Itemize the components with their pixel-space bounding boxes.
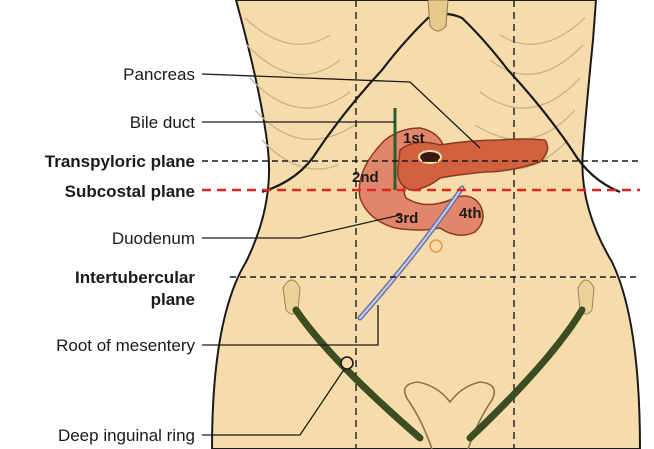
label-subcostal-plane: Subcostal plane — [65, 182, 195, 201]
deep-inguinal-ring-marker — [341, 357, 353, 369]
duodenum-part-3rd: 3rd — [395, 210, 418, 227]
duodenum-part-4th: 4th — [459, 205, 482, 222]
duodenum-part-2nd: 2nd — [352, 169, 379, 186]
label-deep-inguinal-ring: Deep inguinal ring — [58, 426, 195, 445]
label-transpyloric-plane: Transpyloric plane — [45, 152, 195, 171]
label-root-of-mesentery: Root of mesentery — [56, 336, 195, 355]
label-pancreas: Pancreas — [123, 65, 195, 84]
xiphoid-process — [428, 0, 448, 31]
label-intertubercular-line2: plane — [151, 290, 195, 309]
label-duodenum: Duodenum — [112, 229, 195, 248]
duodenum-part-1st: 1st — [403, 130, 425, 147]
label-intertubercular-line1: Intertubercular — [75, 268, 195, 287]
label-bile-duct: Bile duct — [130, 113, 195, 132]
